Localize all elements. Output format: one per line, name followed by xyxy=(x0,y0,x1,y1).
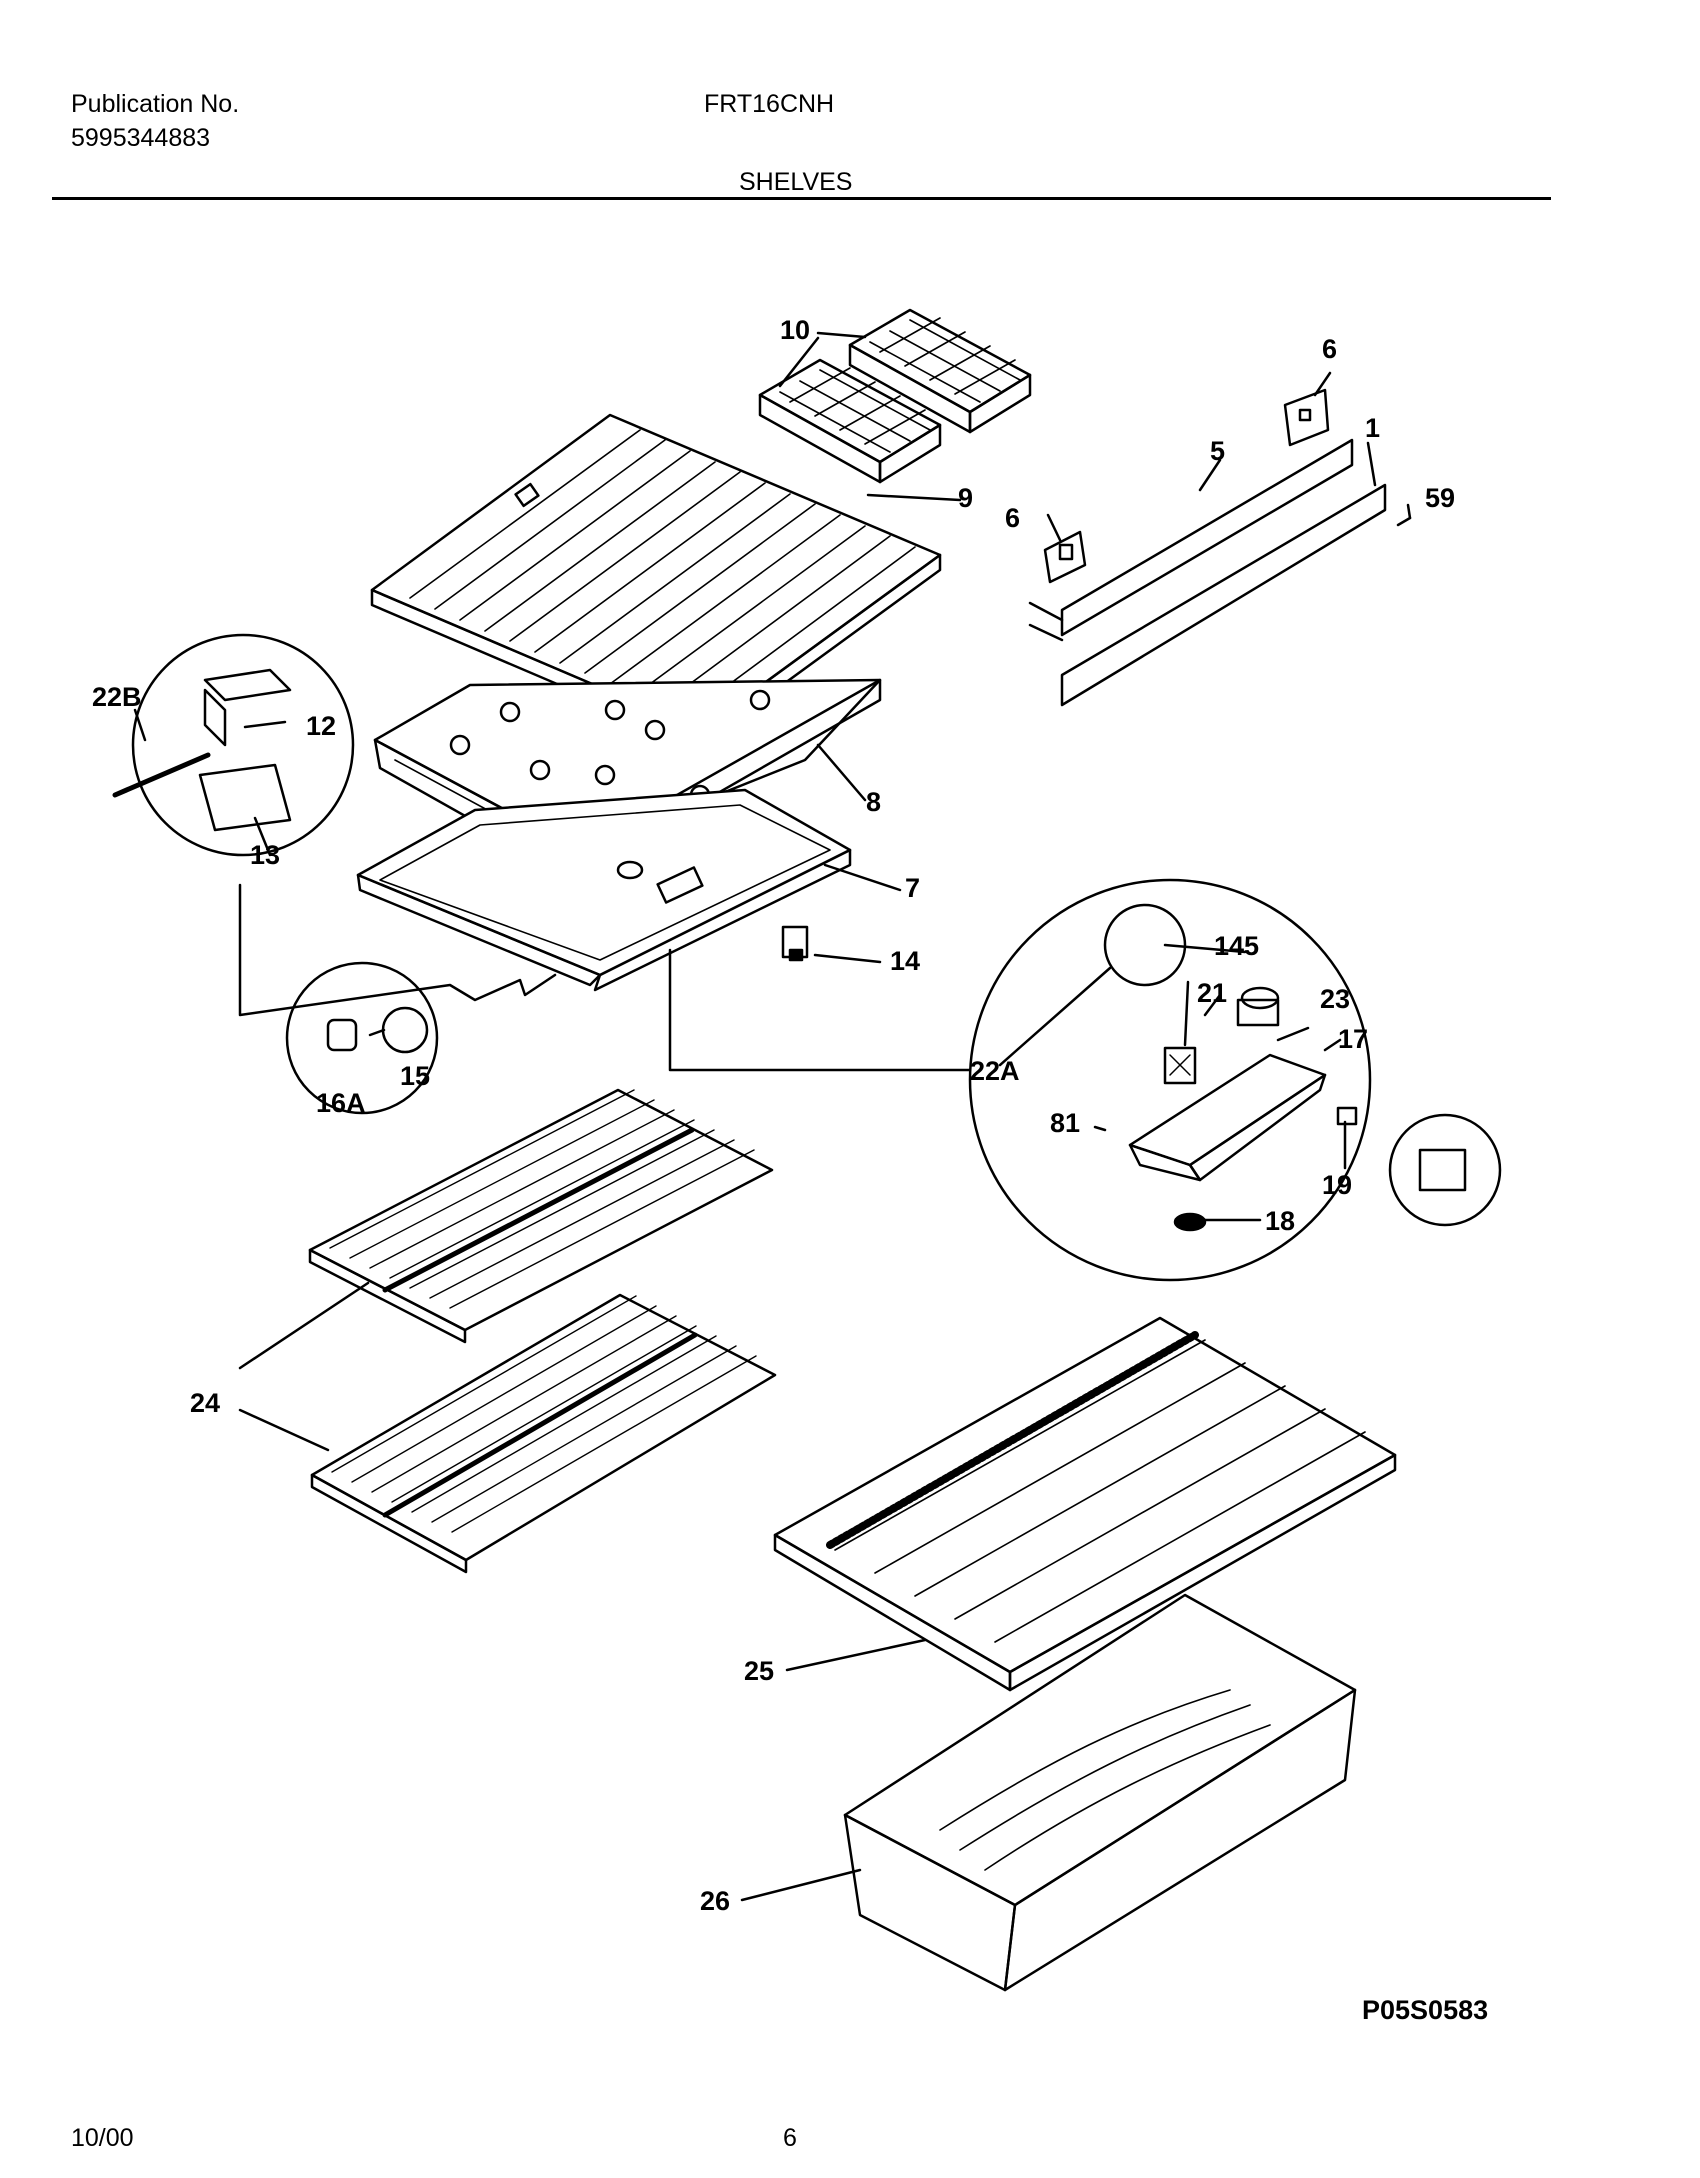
callout-25: 25 xyxy=(744,1656,774,1686)
callout-16a: 16A xyxy=(316,1088,366,1118)
callout-23: 23 xyxy=(1320,984,1350,1014)
callout-6-top: 6 xyxy=(1322,334,1337,364)
callout-15: 15 xyxy=(400,1061,430,1091)
glass-shelf-25 xyxy=(773,1316,1397,1692)
callout-21: 21 xyxy=(1197,978,1227,1008)
callout-81: 81 xyxy=(1050,1108,1080,1138)
part-18 xyxy=(1173,1212,1207,1232)
callout-17: 17 xyxy=(1338,1024,1368,1054)
callout-19: 19 xyxy=(1322,1170,1352,1200)
detail-circle-switch xyxy=(1388,1113,1502,1227)
callout-12: 12 xyxy=(306,711,336,741)
detail-circle-lamp xyxy=(285,961,439,1115)
callout-6-left: 6 xyxy=(1005,503,1020,533)
switch-19 xyxy=(1336,1106,1358,1126)
callout-145: 145 xyxy=(1214,931,1259,961)
light-switch-14 xyxy=(781,925,882,964)
ice-tray-right xyxy=(848,308,1032,434)
callout-22a: 22A xyxy=(970,1056,1020,1086)
diagram-id: P05S0583 xyxy=(1362,1995,1489,2025)
callout-1: 1 xyxy=(1365,413,1380,443)
callout-5: 5 xyxy=(1210,436,1225,466)
section-title: SHELVES xyxy=(739,168,853,196)
control-housing-17 xyxy=(1128,1053,1327,1182)
callout-9: 9 xyxy=(958,483,973,513)
callout-14: 14 xyxy=(890,946,920,976)
knob-23 xyxy=(1236,986,1280,1027)
wire-shelf-upper xyxy=(308,1088,774,1344)
lamp-socket-bulb xyxy=(326,1006,429,1054)
publication-label: Publication No. xyxy=(71,90,240,118)
ice-bucket-parts xyxy=(112,668,292,832)
detail-circle-control xyxy=(968,878,1372,1282)
callout-labels: 10 6 5 1 59 6 9 22B 12 8 13 7 14 145 21 … xyxy=(92,315,1455,1916)
thermostat-21 xyxy=(1163,1046,1197,1085)
callout-10: 10 xyxy=(780,315,810,345)
ice-tray-left xyxy=(758,358,942,484)
crisper-drawer-26 xyxy=(843,1593,1357,1992)
footer-date: 10/00 xyxy=(71,2124,134,2152)
detail-circle-145 xyxy=(1103,903,1187,987)
callout-18: 18 xyxy=(1265,1206,1295,1236)
callout-24: 24 xyxy=(190,1388,220,1418)
bracket-6-left xyxy=(1043,530,1087,584)
callout-7: 7 xyxy=(905,873,920,903)
header-rule xyxy=(52,197,1551,200)
publication-number: 5995344883 xyxy=(71,124,211,152)
callout-13: 13 xyxy=(250,840,280,870)
callout-26: 26 xyxy=(700,1886,730,1916)
callout-22b: 22B xyxy=(92,682,142,712)
callout-8: 8 xyxy=(866,787,881,817)
screw-59 xyxy=(1396,516,1412,527)
divider-7 xyxy=(356,788,852,992)
trim-strip xyxy=(1028,438,1387,707)
model-number: FRT16CNH xyxy=(704,90,835,118)
callout-59: 59 xyxy=(1425,483,1455,513)
footer-page-number: 6 xyxy=(783,2124,797,2152)
detail-circle-left xyxy=(131,633,355,857)
wire-shelf-lower xyxy=(310,1293,777,1574)
bracket-6-top xyxy=(1283,388,1330,447)
